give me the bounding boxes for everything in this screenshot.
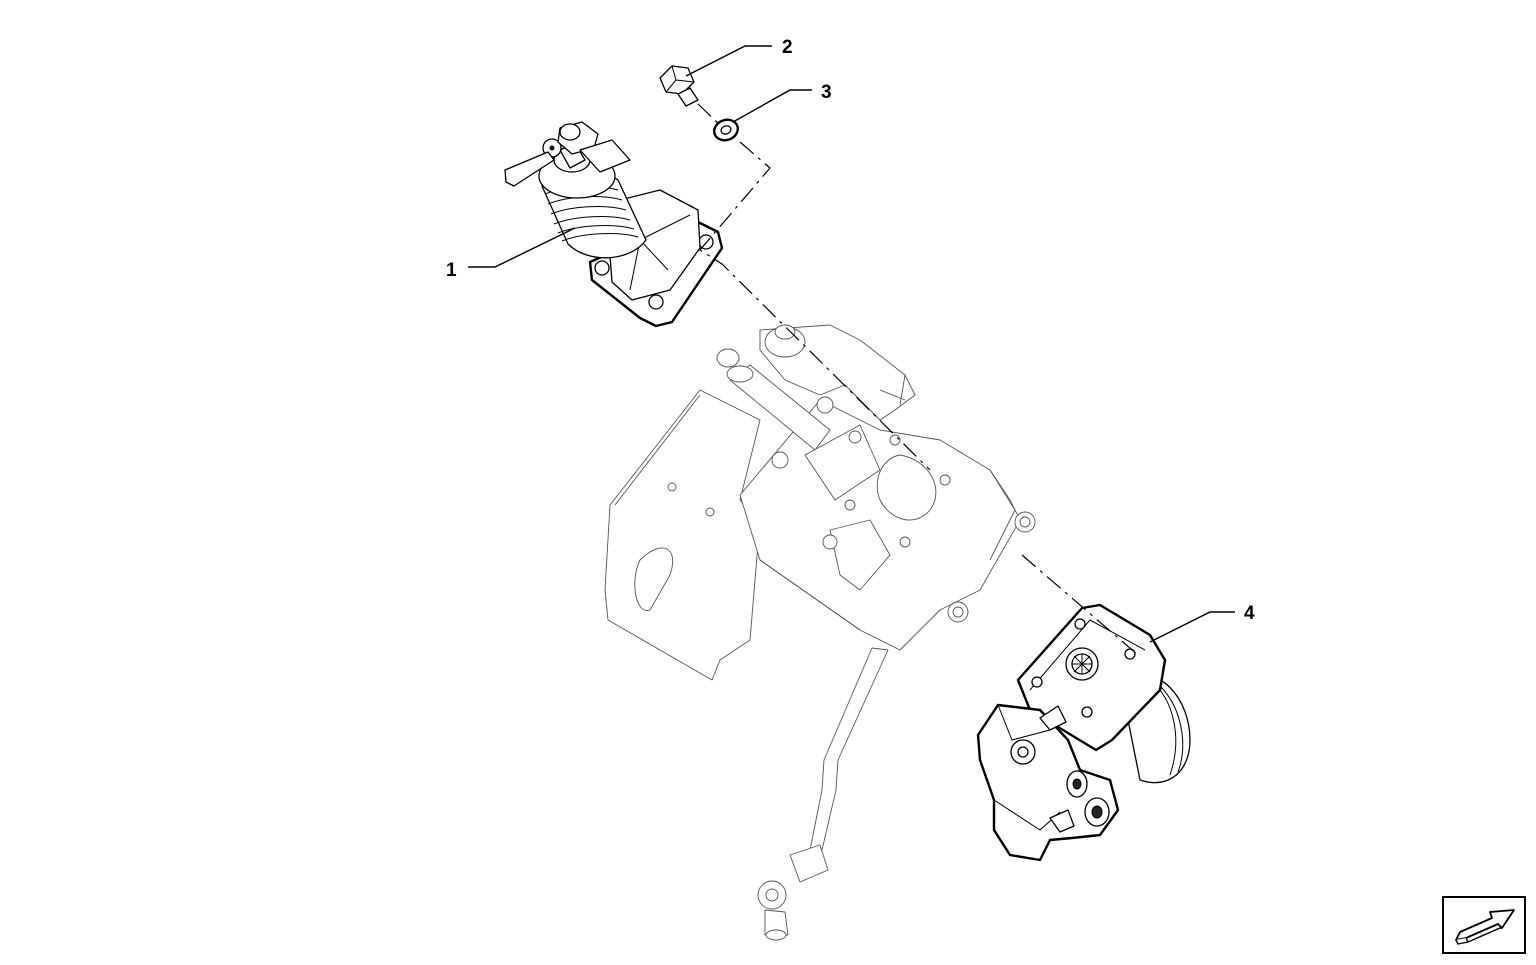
assembly-centerlines (697, 103, 1139, 656)
callout-4[interactable]: 4 (1244, 603, 1255, 624)
part-4-hydraulic-unit[interactable] (976, 603, 1191, 862)
part-2-bolt[interactable] (659, 65, 699, 107)
navigation-arrow-button[interactable] (1442, 896, 1526, 954)
callout-3[interactable]: 3 (821, 82, 832, 103)
part-3-washer[interactable] (711, 116, 740, 143)
callout-numbers: 1 2 3 4 (446, 37, 1255, 624)
callout-1[interactable]: 1 (446, 260, 457, 281)
mounting-bracket (604, 324, 1036, 941)
arrow-up-right-icon (1455, 909, 1515, 945)
leader-lines (468, 45, 1235, 643)
part-1-cylinder[interactable] (504, 121, 724, 328)
callout-2[interactable]: 2 (782, 37, 793, 58)
